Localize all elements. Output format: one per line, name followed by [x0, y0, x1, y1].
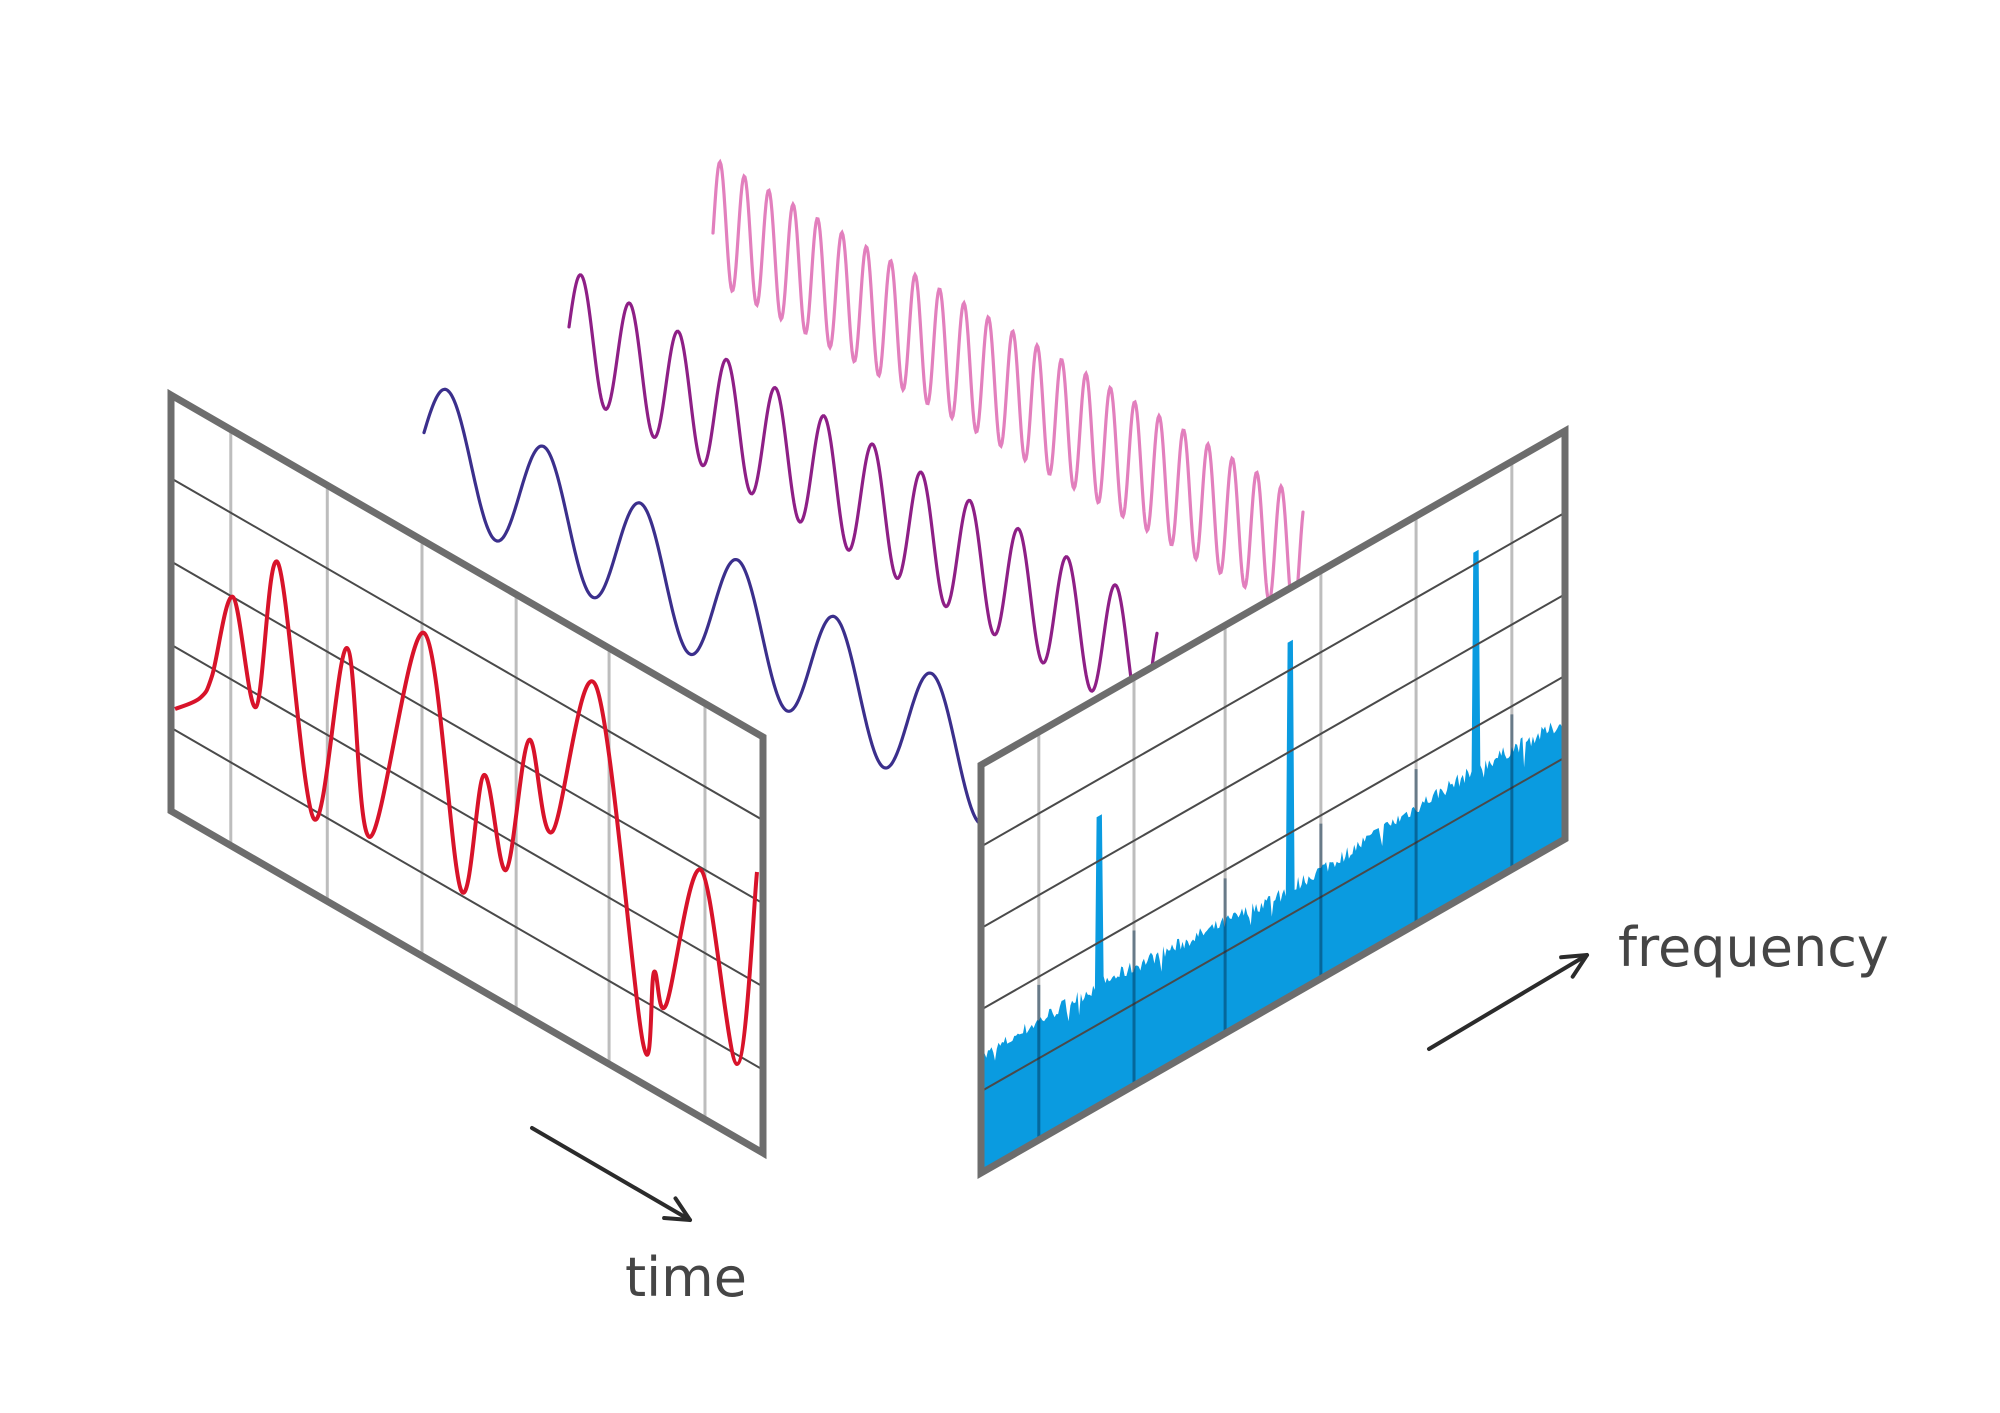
- mid-frequency-wave: [567, 273, 1159, 721]
- frequency-grid-horizontal-line: [980, 756, 1566, 1093]
- spectrum-fill: [981, 549, 1565, 1173]
- time-grid-horizontal-line: [170, 477, 764, 822]
- time-panel-background: [171, 395, 763, 1153]
- arrow-head-icon: [662, 1196, 692, 1222]
- time-domain-panel: [167, 388, 767, 1160]
- low-frequency-wave: [422, 387, 1015, 827]
- time-axis-label: time: [625, 1246, 747, 1309]
- time-arrow: [530, 1126, 692, 1222]
- high-frequency-wave: [711, 158, 1305, 617]
- frequency-axis-label: frequency: [1618, 916, 1889, 979]
- arrow-head-icon: [1559, 953, 1589, 979]
- time-grid-horizontal-line: [170, 643, 764, 988]
- frequency-grid-horizontal-line: [980, 593, 1566, 930]
- arrow-shaft: [1427, 953, 1589, 1051]
- component-sine-waves: [422, 158, 1305, 827]
- frequency-grid-horizontal-line: [980, 511, 1566, 848]
- time-grid-horizontal-line: [170, 726, 764, 1071]
- frequency-arrow: [1427, 953, 1589, 1051]
- frequency-domain-panel: [977, 424, 1569, 1180]
- time-grid-horizontal-line: [170, 560, 764, 905]
- time-signal-curve: [174, 559, 759, 1067]
- frequency-panel-frame: [977, 424, 1569, 1180]
- arrow-shaft: [530, 1126, 692, 1222]
- axis-arrows: [530, 953, 1589, 1222]
- time-panel-frame: [167, 388, 767, 1160]
- frequency-grid-horizontal-line: [980, 674, 1566, 1011]
